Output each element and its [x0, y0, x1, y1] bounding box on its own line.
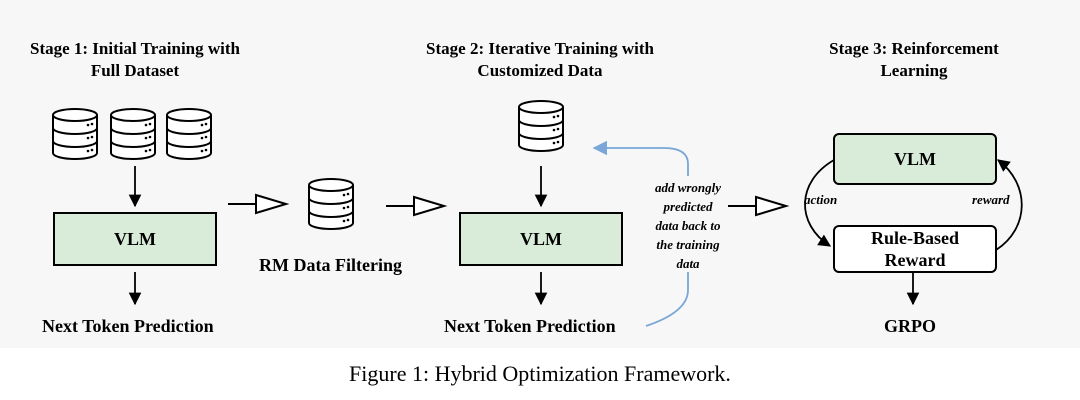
- reward-box-line1: Rule-Based: [870, 228, 959, 248]
- stage1-vlm-label: VLM: [114, 228, 156, 249]
- caption-area: [0, 348, 1080, 400]
- flow-arrow-icon: [727, 196, 787, 216]
- action-label: action: [804, 192, 838, 207]
- stage2-title: Stage 2: Iterative Training with Customi…: [426, 39, 654, 80]
- database-icon: [110, 108, 156, 160]
- flow-arrow-icon: [227, 194, 287, 214]
- reward-label: reward: [972, 192, 1010, 207]
- figure-caption: Figure 1: Hybrid Optimization Framework.: [349, 361, 731, 386]
- stage3-output-label: GRPO: [884, 316, 936, 336]
- database-icon: [166, 108, 212, 160]
- stage1-title: Stage 1: Initial Training with Full Data…: [29, 39, 240, 80]
- stage2-output-label: Next Token Prediction: [444, 316, 616, 336]
- rule-based-reward-box: Rule-Based Reward: [833, 225, 997, 273]
- flow-arrow-icon: [385, 196, 445, 216]
- feedback-note: add wrongly predicted data back to the t…: [654, 180, 722, 271]
- database-icon: [52, 108, 98, 160]
- database-icon: [308, 178, 354, 230]
- database-icon: [518, 100, 564, 152]
- stage3-vlm-box: VLM: [833, 133, 997, 185]
- rm-filtering-label: RM Data Filtering: [259, 255, 402, 275]
- stage1-vlm-box: VLM: [53, 212, 217, 266]
- stage2-vlm-box: VLM: [459, 212, 623, 266]
- reward-box-line2: Reward: [884, 250, 946, 270]
- stage1-output-label: Next Token Prediction: [42, 316, 214, 336]
- stage2-vlm-label: VLM: [520, 228, 562, 249]
- stage3-title: Stage 3: Reinforcement Learning: [829, 39, 999, 80]
- stage3-vlm-label: VLM: [894, 148, 936, 169]
